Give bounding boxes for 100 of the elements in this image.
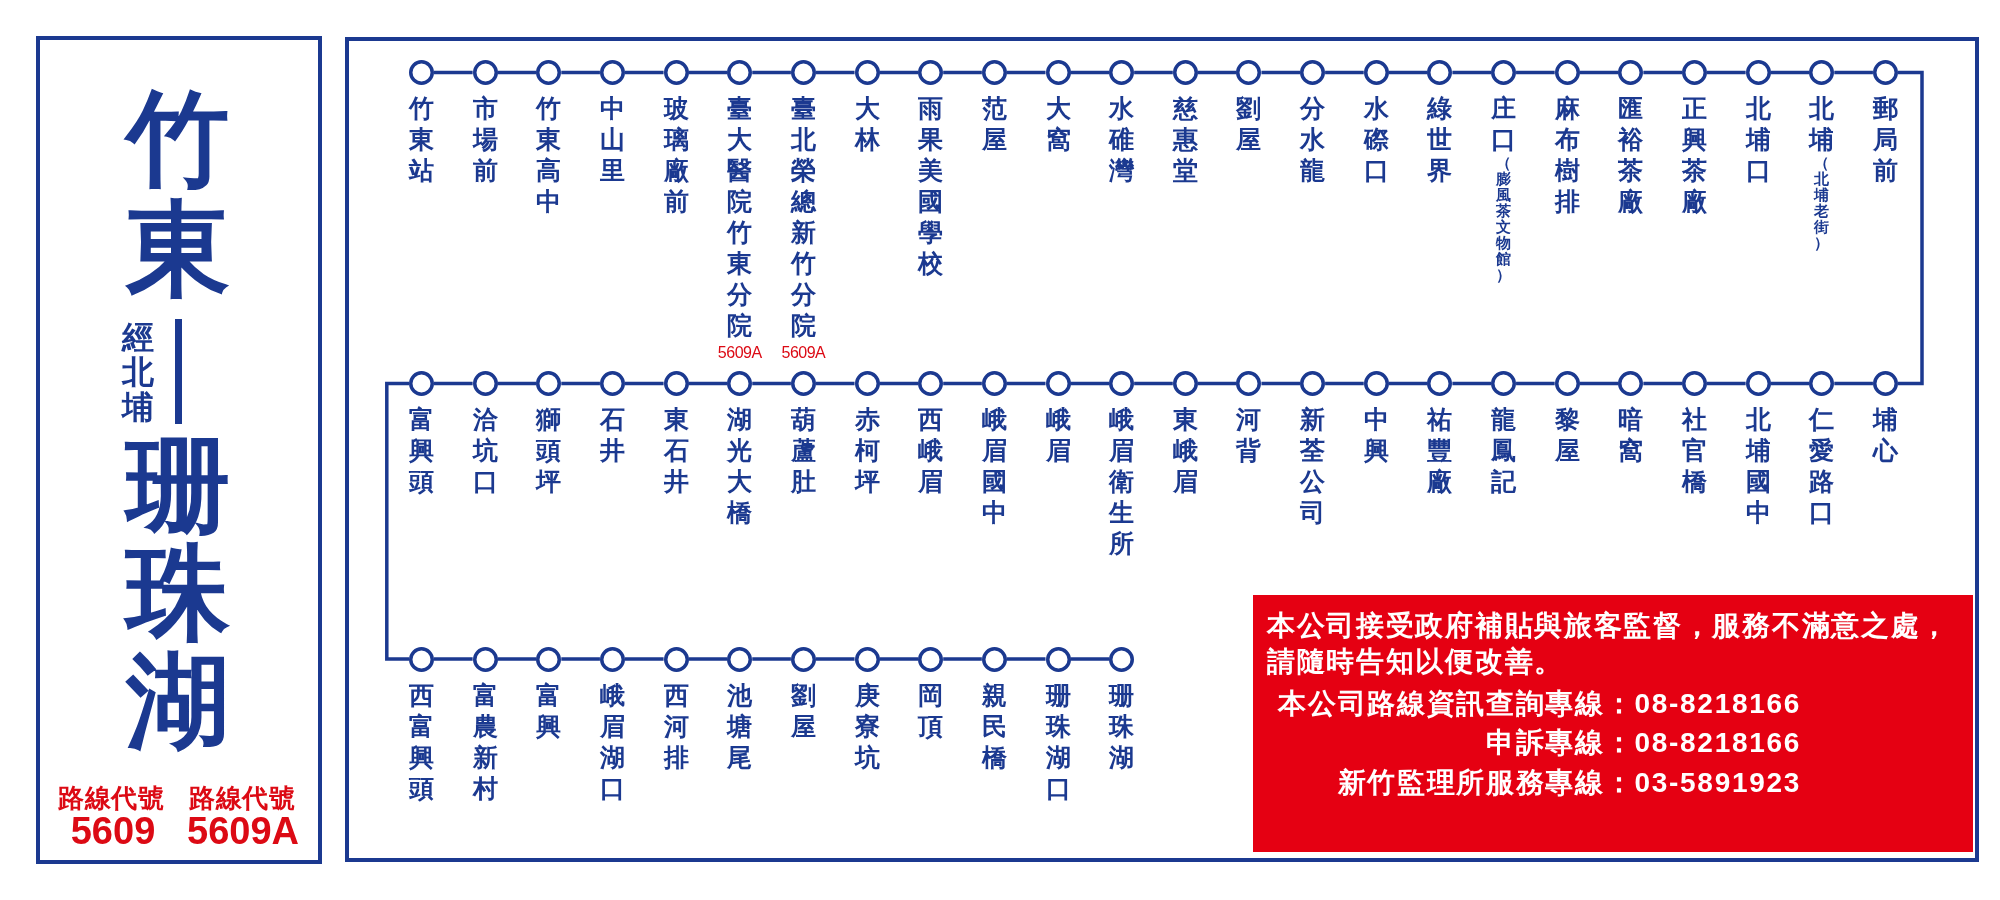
stop-name: 北埔國中 <box>1745 404 1771 528</box>
route-code-label: 5609A <box>717 345 762 361</box>
route-line <box>1579 381 1619 386</box>
route-line <box>1516 70 1555 75</box>
route-line <box>688 381 728 386</box>
route-sign-panel <box>36 36 322 864</box>
stop-name: 東峨眉 <box>1172 404 1198 497</box>
route-line <box>815 657 855 661</box>
route-line <box>1452 70 1492 75</box>
route-line <box>561 657 600 661</box>
route-code-label: 5609A <box>781 345 826 361</box>
stop-name: 獅頭坪 <box>536 404 562 497</box>
stop-name: 新荃公司 <box>1300 404 1326 528</box>
route-line <box>1770 381 1810 386</box>
route-number: 5609 <box>70 811 156 851</box>
stop-name: 龍鳳記 <box>1491 404 1517 497</box>
route-line <box>1261 381 1301 386</box>
stop-name: 河背 <box>1236 404 1262 466</box>
route-line <box>1134 381 1173 386</box>
stop-name: 郵局前 <box>1872 93 1898 186</box>
route-line <box>434 70 473 75</box>
stop-name: 親民橋 <box>981 679 1007 773</box>
stop-name: 庚寮坑 <box>854 679 880 773</box>
stop-name: 西峨眉 <box>918 404 944 497</box>
stop-name: 臺大醫院竹東分院 <box>727 93 753 341</box>
stop-name: 北埔 <box>1809 93 1835 155</box>
route-line <box>1579 70 1619 75</box>
stop-name: 仁愛路口 <box>1809 404 1835 528</box>
route-line <box>1834 381 1873 386</box>
notice-text: 本公司接受政府補貼與旅客監督，服務不滿意之處，請隨時告知以便改善。 <box>1267 609 1952 679</box>
route-line <box>879 657 919 661</box>
stop-name: 庄口 <box>1491 93 1517 155</box>
route-line <box>624 381 664 386</box>
route-line <box>1006 381 1046 386</box>
route-line <box>385 381 409 661</box>
stop-name: 中興 <box>1363 404 1389 466</box>
route-line <box>1006 70 1046 75</box>
route-line <box>1770 70 1810 75</box>
route-line <box>1006 657 1046 661</box>
stop-name: 湖光大橋 <box>727 404 753 528</box>
stop-name: 珊珠湖 <box>1109 679 1135 773</box>
stop-name: 范屋 <box>981 93 1007 155</box>
stop-name: 劉屋 <box>790 679 816 742</box>
route-line <box>561 381 600 386</box>
route-line <box>1388 381 1428 386</box>
stop-name: 雨果美國學校 <box>918 93 944 279</box>
stop-name: 祐豐廠 <box>1427 404 1453 497</box>
stop-name: 石井 <box>599 404 625 466</box>
route-line <box>497 381 537 386</box>
stop-name: 富興頭 <box>409 404 434 497</box>
route-line <box>1070 657 1110 661</box>
route-line <box>1643 70 1682 75</box>
hotline-text: 本公司路線資訊查詢專線：08-8218166 <box>1276 687 1801 721</box>
stop-name: 麻布樹排 <box>1554 93 1580 217</box>
stop-name: 西河排 <box>663 679 689 773</box>
route-line <box>1070 70 1110 75</box>
stop-name: 臺北榮總新竹分院 <box>790 93 816 341</box>
route-line <box>1070 381 1110 386</box>
route-line <box>1834 70 1873 75</box>
stop-name: 市場前 <box>472 93 498 186</box>
stop-name: 西富興頭 <box>409 679 434 804</box>
route-line <box>1707 381 1746 386</box>
stop-name: 中山里 <box>599 93 625 186</box>
route-line <box>1261 70 1301 75</box>
via-label: 經北埔 <box>122 320 154 425</box>
route-line <box>434 657 473 661</box>
stop-name: 分水龍 <box>1300 93 1326 186</box>
route-line <box>624 657 664 661</box>
route-line <box>624 70 664 75</box>
stop-name: 正興茶廠 <box>1682 93 1707 217</box>
route-code-heading: 路線代號 <box>189 784 295 812</box>
stop-name: 葫蘆肚 <box>790 404 816 497</box>
stop-name: 大窩 <box>1045 93 1071 155</box>
route-line <box>1325 381 1364 386</box>
stop-name: 岡頂 <box>918 679 944 742</box>
route-map-frame <box>345 37 1979 862</box>
stop-name: 洽坑口 <box>472 404 498 497</box>
route-line <box>943 381 982 386</box>
hotline-text: 新竹監理所服務專線：03-5891923 <box>1336 766 1801 800</box>
stop-name: 竹東高中 <box>536 93 562 217</box>
stop-name: 富興 <box>536 679 562 742</box>
stop-name: 劉屋 <box>1236 93 1262 155</box>
route-line <box>434 381 473 386</box>
stop-name: 峨眉衛生所 <box>1109 404 1135 559</box>
stop-name: 峨眉湖口 <box>599 679 625 804</box>
route-line <box>815 381 855 386</box>
route-line <box>1134 70 1173 75</box>
stop-note: （膨風茶文物館） <box>1496 155 1512 283</box>
route-line <box>1452 381 1492 386</box>
route-line <box>943 657 982 661</box>
route-line <box>688 657 728 661</box>
stop-name: 大林 <box>854 93 880 155</box>
stop-name: 埔心 <box>1872 404 1898 466</box>
route-line <box>752 381 791 386</box>
stop-name: 北埔口 <box>1745 93 1771 186</box>
stop-name: 東石井 <box>663 404 689 497</box>
stop-name: 竹東站 <box>409 93 434 186</box>
stop-name: 池塘尾 <box>727 679 753 773</box>
route-line <box>497 657 537 661</box>
notice-box <box>1253 595 1973 852</box>
